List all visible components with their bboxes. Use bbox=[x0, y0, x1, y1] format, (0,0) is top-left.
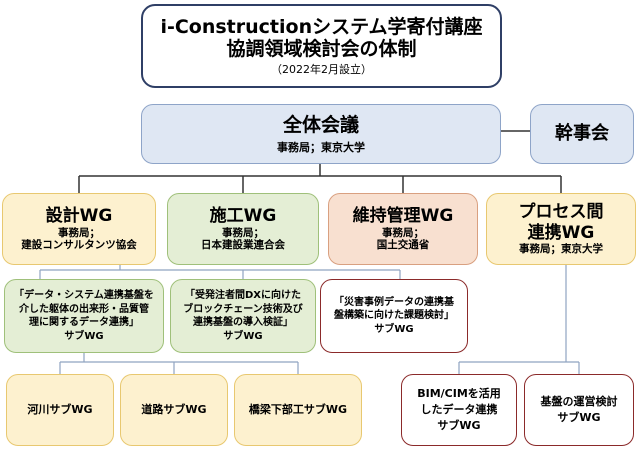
sub-wg-text: 連携基盤の導入検証」 bbox=[193, 317, 293, 328]
process-integration-wg-secretariat: 事務局；東京大学 bbox=[519, 243, 603, 256]
sub-wg-river-box: 河川サブWG bbox=[6, 374, 114, 446]
design-wg-secretariat-label: 事務局； bbox=[58, 226, 100, 239]
sub-wg-data-linkage-box: 「データ・システム連携基盤を 介した躯体の出来形・品質管 理に関するデータ連携」… bbox=[4, 279, 164, 353]
title-box: i-Constructionシステム学寄付講座 協調領域検討会の体制 （2022… bbox=[141, 4, 502, 88]
sub-wg-text: 「受発注者間DXに向けた bbox=[184, 290, 301, 301]
sub-wg-text: 基盤の運営検討 bbox=[540, 395, 618, 409]
title-line-1: i-Constructionシステム学寄付講座 bbox=[160, 15, 483, 38]
sub-wg-text: 理に関するデータ連携」 bbox=[29, 317, 139, 328]
sub-wg-bim-cim-box: BIM/CIMを活用 したデータ連携 サブWG bbox=[401, 374, 517, 446]
maintenance-wg-secretariat-label: 事務局； bbox=[382, 226, 424, 239]
design-wg-secretariat: 建設コンサルタンツ協会 bbox=[21, 239, 137, 252]
sub-wg-text: サブWG bbox=[64, 330, 104, 342]
sub-wg-text: 「災害事例データの連携基 bbox=[334, 296, 454, 308]
sub-wg-road-box: 道路サブWG bbox=[120, 374, 228, 446]
title-line-2: 協調領域検討会の体制 bbox=[226, 38, 417, 61]
sub-wg-text: サブWG bbox=[374, 323, 414, 335]
sub-wg-text: ブロックチェーン技術及び bbox=[183, 303, 303, 315]
process-integration-wg-box: プロセス間 連携WG 事務局；東京大学 bbox=[486, 193, 636, 265]
construction-wg-name: 施工WG bbox=[209, 206, 277, 227]
maintenance-wg-secretariat: 国土交通省 bbox=[376, 239, 430, 252]
plenary-meeting-box: 全体会議 事務局；東京大学 bbox=[141, 104, 501, 164]
sub-wg-text: サブWG bbox=[437, 418, 481, 432]
process-integration-wg-name-1: プロセス間 bbox=[518, 202, 604, 223]
construction-wg-box: 施工WG 事務局； 日本建設業連合会 bbox=[167, 193, 319, 265]
process-integration-wg-name-2: 連携WG bbox=[527, 222, 595, 243]
sub-wg-text: BIM/CIMを活用 bbox=[417, 387, 501, 401]
sub-wg-text: サブWG bbox=[223, 330, 263, 342]
plenary-meeting-name: 全体会議 bbox=[282, 114, 359, 136]
sub-wg-blockchain-box: 「受発注者間DXに向けた ブロックチェーン技術及び 連携基盤の導入検証」 サブW… bbox=[170, 279, 316, 353]
sub-wg-text: 道路サブWG bbox=[141, 403, 207, 417]
sub-wg-text: サブWG bbox=[557, 411, 601, 424]
sub-wg-text: 盤構築に向けた課題検討」 bbox=[334, 310, 454, 322]
construction-wg-secretariat: 日本建設業連合会 bbox=[201, 239, 285, 252]
sub-wg-bridge-substructure-box: 橋梁下部工サブWG bbox=[234, 374, 362, 446]
sub-wg-text: 河川サブWG bbox=[27, 403, 93, 417]
steering-committee-box: 幹事会 bbox=[530, 104, 634, 164]
sub-wg-text: 橋梁下部工サブWG bbox=[248, 403, 348, 417]
plenary-meeting-secretariat: 事務局；東京大学 bbox=[277, 140, 365, 154]
design-wg-box: 設計WG 事務局； 建設コンサルタンツ協会 bbox=[2, 193, 156, 265]
steering-committee-name: 幹事会 bbox=[555, 123, 609, 145]
maintenance-wg-name: 維持管理WG bbox=[352, 206, 454, 227]
construction-wg-secretariat-label: 事務局； bbox=[222, 226, 264, 239]
sub-wg-text: したデータ連携 bbox=[420, 403, 498, 417]
maintenance-wg-box: 維持管理WG 事務局； 国土交通省 bbox=[328, 193, 478, 265]
sub-wg-platform-operation-box: 基盤の運営検討 サブWG bbox=[524, 374, 634, 446]
design-wg-name: 設計WG bbox=[45, 206, 113, 227]
sub-wg-text: 介した躯体の出来形・品質管 bbox=[19, 303, 149, 315]
sub-wg-disaster-data-box: 「災害事例データの連携基 盤構築に向けた課題検討」 サブWG bbox=[320, 279, 468, 353]
title-established-date: （2022年2月設立） bbox=[271, 63, 372, 77]
sub-wg-text: 「データ・システム連携基盤を bbox=[14, 290, 154, 301]
